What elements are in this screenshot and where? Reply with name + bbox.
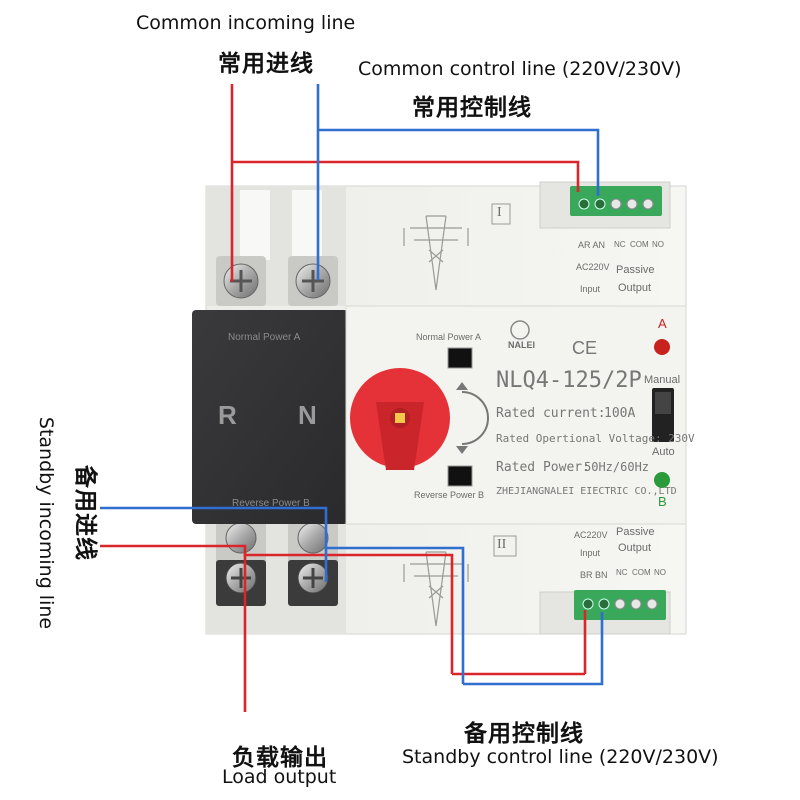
manufacturer: ZHEJIANGNALEI EIECTRIC CO.,LTD (496, 486, 677, 497)
tower-icon (403, 215, 469, 291)
roman-numeral-2: II (497, 537, 507, 552)
top-com: COM (630, 240, 649, 249)
bottom-com: COM (632, 568, 651, 577)
indicator-window-a (447, 347, 473, 369)
top-nc: NC (614, 240, 626, 249)
rated-power-label: Rated Power: (496, 460, 590, 475)
manual-label: Manual (644, 374, 681, 386)
brand-name: NALEI (508, 340, 535, 350)
brand-logo-icon (510, 320, 530, 340)
common-incoming-line-en: Common incoming line (136, 12, 356, 34)
dark-side-panel (192, 310, 348, 524)
bottom-nc: NC (616, 568, 628, 577)
common-control-line-cn: 常用控制线 (412, 95, 532, 121)
panel-bottom-text: Reverse Power B (232, 498, 310, 509)
common-control-line-en: Common control line (220V/230V) (358, 58, 682, 80)
led-a-indicator (654, 339, 670, 355)
reverse-power-b-text: Reverse Power B (414, 490, 485, 500)
selector-knob (350, 368, 450, 470)
rated-voltage: Rated Opertional Voltage: 230V (496, 432, 695, 445)
bottom-br-bn: BR BN (580, 570, 608, 580)
neutral-wires (100, 84, 604, 686)
auto-label: Auto (652, 446, 675, 458)
standby-control-line-cn: 备用控制线 (464, 721, 584, 747)
bottom-output: Output (618, 542, 652, 554)
load-output-cn: 负载输出 (232, 745, 328, 771)
common-incoming-line-cn: 常用进线 (218, 51, 314, 77)
load-output-en: Load output (222, 766, 337, 788)
top-ar-an: AR AN (578, 240, 606, 250)
curved-arrow-icon (461, 391, 489, 445)
standby-incoming-line-en: Standby incoming line (35, 416, 57, 630)
standby-control-line-en: Standby control line (220V/230V) (402, 746, 719, 768)
indicator-window-b (447, 465, 473, 487)
rated-power-value: 50Hz/60Hz (584, 460, 650, 474)
led-b-label: B (658, 494, 667, 509)
roman-numeral-1: I (497, 205, 502, 220)
arrow-heads-icon (456, 382, 468, 454)
bottom-passive: Passive (616, 526, 655, 538)
top-input: Input (580, 284, 601, 294)
top-green-terminal-block (570, 186, 662, 216)
bottom-ac220v: AC220V (574, 530, 608, 540)
rated-current-value: 100A (604, 406, 636, 421)
led-b-indicator (654, 472, 670, 488)
panel-n-letter: N (298, 400, 317, 430)
top-ac220v: AC220V (576, 262, 610, 272)
panel-top-text: Normal Power A (228, 332, 301, 343)
led-a-label: A (658, 316, 667, 331)
top-output: Output (618, 282, 652, 294)
bottom-input: Input (580, 548, 601, 558)
ce-mark: CE (572, 338, 598, 358)
normal-power-a-text: Normal Power A (416, 332, 482, 342)
bottom-green-terminal-block (574, 590, 666, 620)
roman-box (491, 203, 511, 225)
model-number: NLQ4-125/2P (496, 368, 642, 393)
live-wires (100, 84, 587, 712)
roman-box (493, 535, 517, 557)
tower-icon (403, 551, 469, 627)
panel-r-letter: R (218, 400, 237, 430)
top-passive: Passive (616, 264, 655, 276)
top-no: NO (652, 240, 664, 249)
rated-current-label: Rated current: (496, 406, 606, 421)
standby-incoming-line-cn: 备用进线 (72, 465, 98, 561)
bottom-no: NO (654, 568, 666, 577)
